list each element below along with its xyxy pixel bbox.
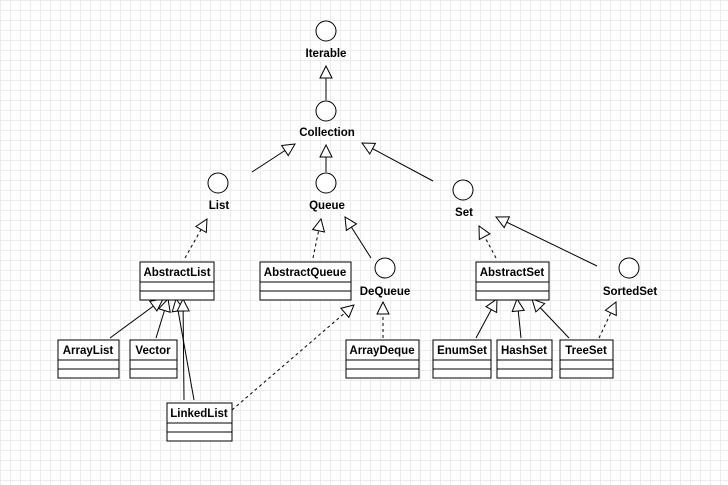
class-name: LinkedList: [170, 408, 228, 420]
class-enumset[interactable]: EnumSet: [432, 339, 492, 379]
edge-enumset-abstractset: [475, 299, 497, 339]
edge-list-collection: [251, 144, 295, 173]
interface-label: Queue: [309, 200, 345, 212]
interface-circle-icon: [315, 20, 337, 42]
class-arraylist[interactable]: ArrayList: [57, 339, 120, 379]
edge-abstractset-set: [479, 226, 497, 259]
edge-abstractlist-list: [184, 219, 207, 259]
class-abstractqueue[interactable]: AbstractQueue: [259, 261, 352, 301]
edge-linkedlist-abstractlist-2: [183, 299, 184, 401]
edge-treeset-sortedset: [598, 302, 616, 339]
interface-iterable[interactable]: Iterable: [306, 20, 347, 60]
interface-queue[interactable]: Queue: [309, 172, 345, 212]
interface-circle-icon: [315, 100, 337, 122]
classes: AbstractList AbstractQueue AbstractSet A…: [57, 261, 614, 442]
class-name: AbstractSet: [480, 267, 545, 279]
edge-vector-abstractlist: [155, 299, 168, 339]
class-vector[interactable]: Vector: [129, 339, 178, 379]
edge-linkedlist-abstractlist: [176, 299, 195, 401]
interface-label: Collection: [299, 127, 355, 139]
interface-set[interactable]: Set: [452, 179, 474, 219]
edges: [109, 66, 616, 411]
edge-abstractqueue-queue: [313, 219, 321, 259]
class-abstractlist[interactable]: AbstractList: [139, 261, 215, 301]
interface-collection[interactable]: Collection: [299, 100, 355, 139]
edge-treeset-abstractset: [532, 299, 570, 339]
class-name: HashSet: [501, 345, 547, 357]
class-name: AbstractQueue: [264, 267, 346, 279]
class-name: ArrayDeque: [349, 345, 414, 357]
interface-circle-icon: [452, 179, 474, 201]
interface-label: SortedSet: [603, 286, 657, 298]
class-arraydeque[interactable]: ArrayDeque: [345, 339, 420, 379]
edge-set-collection: [362, 143, 434, 182]
class-name: ArrayList: [63, 345, 114, 357]
interface-circle-icon: [315, 172, 337, 194]
class-treeset[interactable]: TreeSet: [559, 339, 614, 379]
class-name: Vector: [135, 345, 171, 357]
interface-label: Set: [455, 207, 473, 219]
interface-label: List: [209, 200, 230, 212]
interface-sortedset[interactable]: SortedSet: [603, 257, 657, 298]
interface-label: DeQueue: [360, 286, 411, 298]
edge-sortedset-set: [496, 217, 598, 267]
class-name: AbstractList: [143, 267, 210, 279]
interface-circle-icon: [618, 257, 640, 279]
interfaces: Iterable Collection List Queue Set DeQue…: [207, 20, 657, 298]
edge-linkedlist-dequeue: [231, 305, 354, 411]
edge-arraylist-abstractlist: [109, 299, 163, 339]
class-linkedlist[interactable]: LinkedList: [166, 402, 233, 442]
class-hashset[interactable]: HashSet: [496, 339, 553, 379]
interface-dequeue[interactable]: DeQueue: [360, 257, 411, 298]
edge-dequeue-queue: [345, 217, 372, 259]
interface-label: Iterable: [306, 48, 347, 60]
interface-list[interactable]: List: [207, 172, 230, 212]
edge-hashset-abstractset: [517, 299, 521, 339]
class-abstractset[interactable]: AbstractSet: [475, 261, 550, 301]
class-name: TreeSet: [565, 345, 607, 357]
interface-circle-icon: [207, 172, 229, 194]
class-name: EnumSet: [437, 345, 487, 357]
interface-circle-icon: [374, 257, 396, 279]
